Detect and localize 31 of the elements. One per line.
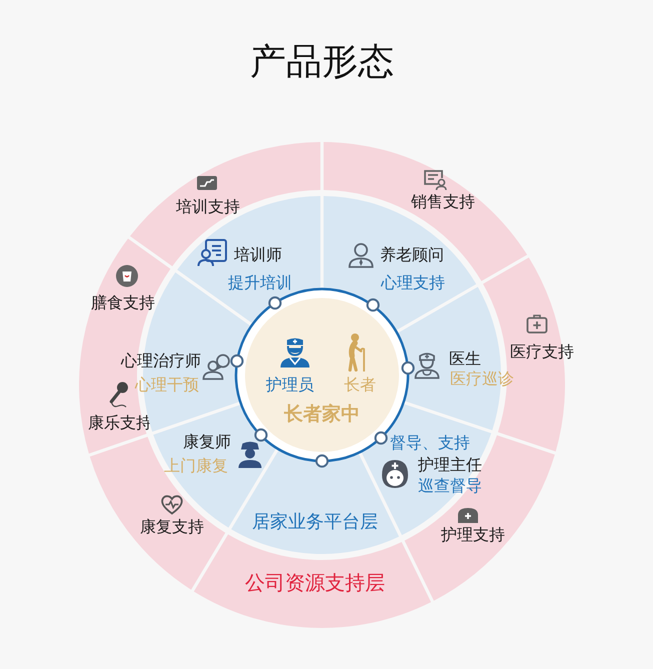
role-label: 康复师 [183, 432, 231, 452]
place-label: 长者家中 [284, 404, 360, 426]
role-label: 心理治疗师 [121, 352, 201, 370]
layer-label: 居家业务平台层 [252, 512, 378, 534]
sector-label: 康复支持 [140, 518, 204, 536]
ring-sector [404, 435, 555, 601]
sector-label: 销售支持 [411, 192, 475, 212]
ring-sector [231, 449, 400, 554]
service-label: 巡查督导 [418, 476, 482, 496]
sector-label: 培训支持 [176, 198, 240, 216]
service-label: 提升培训 [228, 274, 292, 292]
role-label: 长者 [344, 376, 376, 394]
service-label: 心理支持 [381, 274, 445, 292]
service-label: 心理干预 [135, 376, 199, 394]
sector-label: 膳食支持 [91, 294, 155, 312]
sector-label: 医疗支持 [510, 342, 574, 362]
service-label: 督导、支持 [390, 434, 470, 452]
title: 产品形态 [250, 41, 394, 83]
role-label: 养老顾问 [380, 246, 444, 264]
sector-label: 康乐支持 [88, 414, 152, 432]
ring-sector [129, 142, 321, 267]
ring-sector [193, 534, 432, 628]
role-label: 培训师 [234, 246, 282, 264]
layer-label: 公司资源支持层 [245, 572, 385, 594]
sector-label: 护理支持 [441, 526, 505, 544]
role-label: 护理主任 [418, 456, 482, 474]
service-label: 上门康复 [164, 456, 228, 476]
role-label: 医生 [449, 350, 481, 368]
service-label: 医疗巡诊 [450, 370, 514, 388]
ring-sector [177, 196, 321, 324]
role-label: 护理员 [266, 376, 314, 394]
